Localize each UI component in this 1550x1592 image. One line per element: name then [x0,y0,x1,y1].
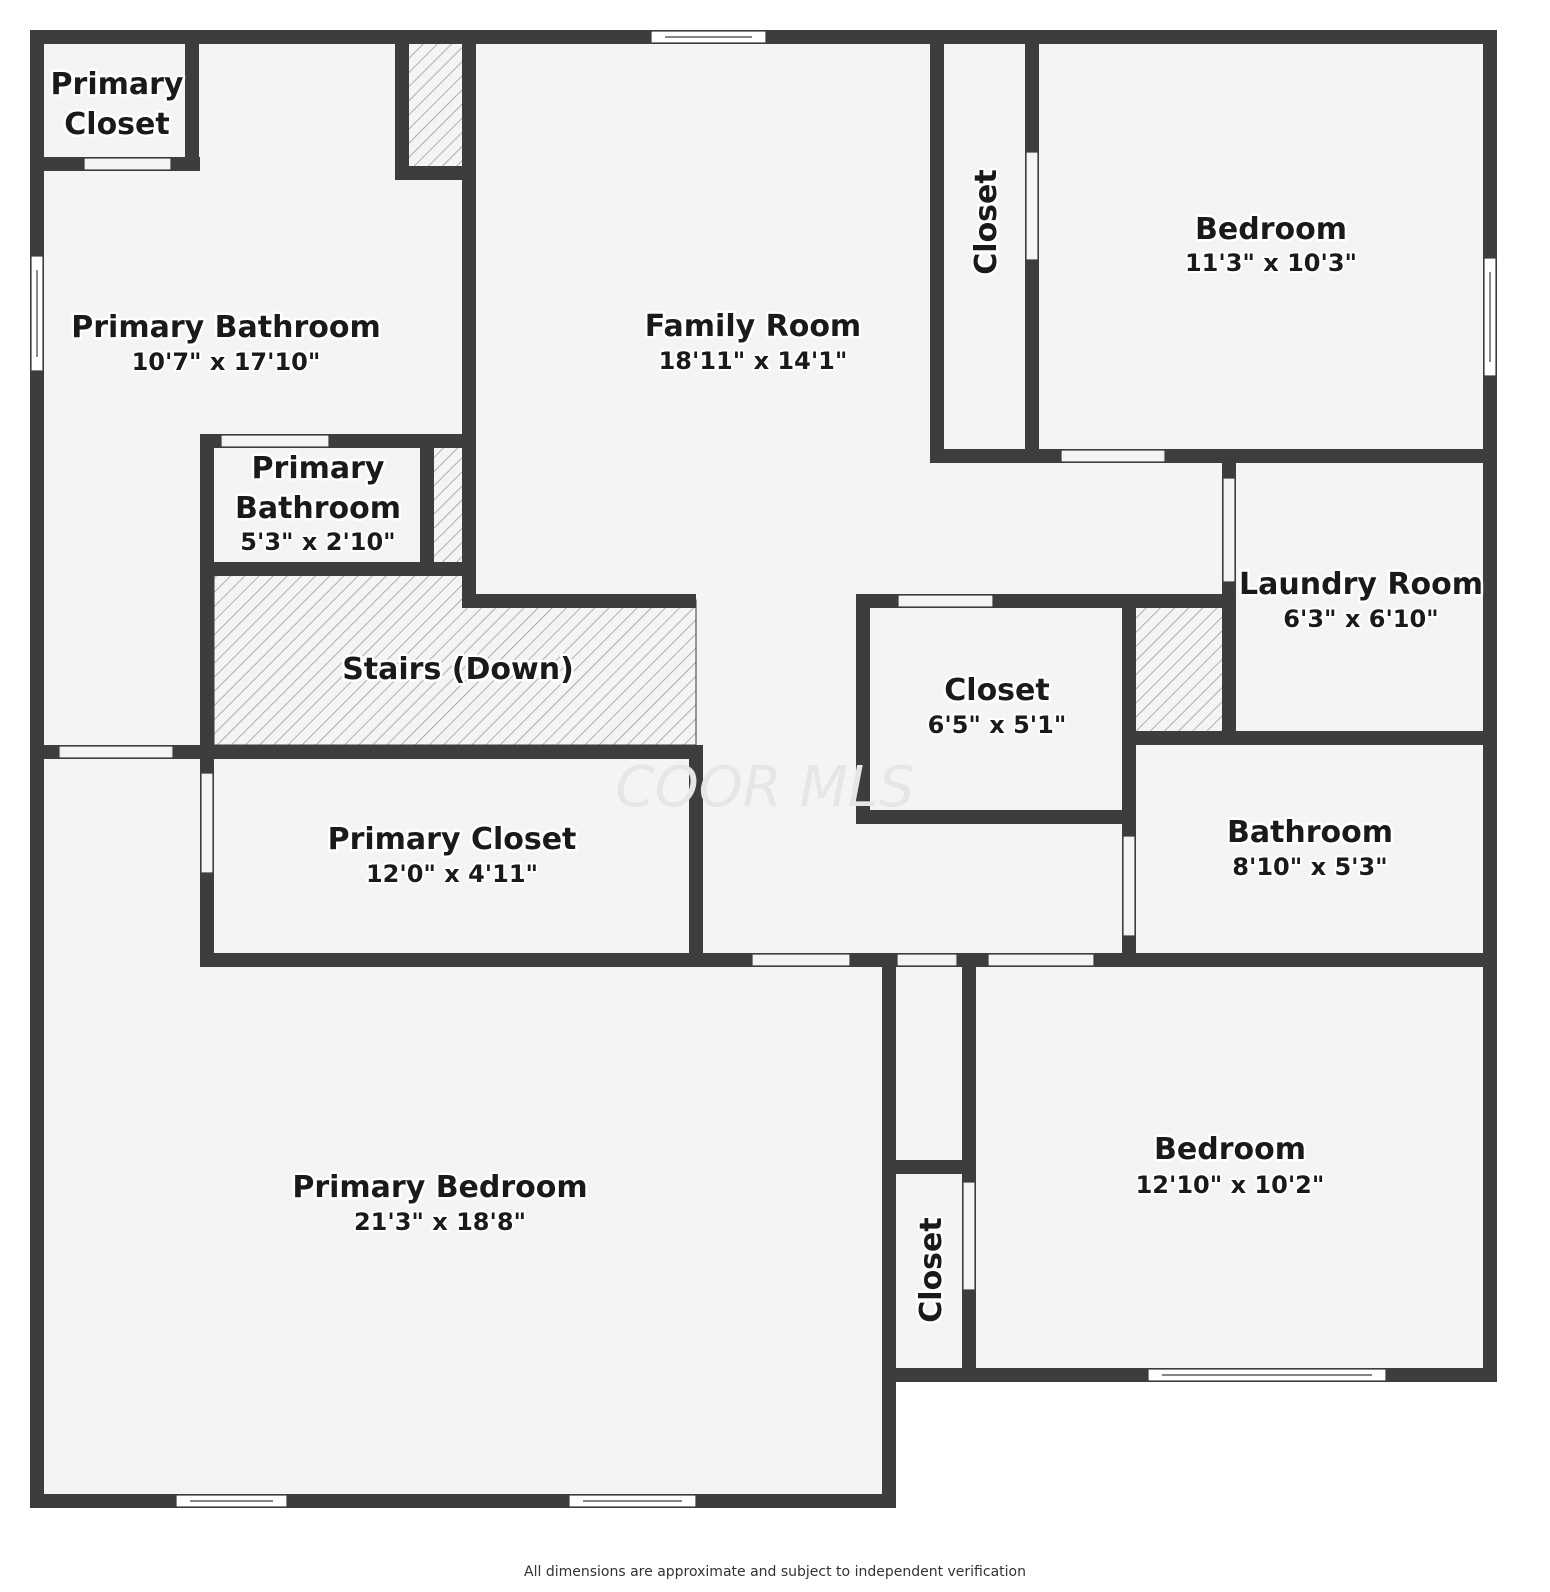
label-primary-closet-top-line1: Primary [51,67,184,102]
disclaimer-footer: All dimensions are approximate and subje… [524,1564,1026,1580]
label-closet-vertical-top: Closet [969,169,1004,274]
wall-exterior-left [30,30,44,1508]
floor-fills [38,38,1490,1500]
dim-family-room: 18'11" x 14'1" [659,347,848,375]
wall-closet-center-bottom [856,810,1136,824]
label-family-room: Family Room [645,309,861,344]
door-primary-bedroom [751,953,851,967]
dim-primary-bedroom: 21'3" x 18'8" [354,1208,526,1236]
chase-right [1133,605,1225,735]
door-laundry [1222,477,1236,583]
door-closet-vert-top [1060,449,1166,463]
label-closet-vertical-bottom: Closet [914,1217,949,1322]
wall-stairs-top [462,594,696,608]
dim-closet-center: 6'5" x 5'1" [928,711,1067,739]
wall-exterior-bottom [30,1494,896,1508]
door-closet-top [83,157,172,171]
wall-closet-mid-right [689,745,703,967]
wall-small-bath-bottom [200,562,476,576]
door-closet-bottom [896,953,958,967]
label-stairs: Stairs (Down) [342,652,574,687]
door-small-bath [220,434,330,448]
wall-small-bath-right [420,434,434,576]
label-primary-bathroom-small-line1: Primary [252,451,385,486]
lower-right-floor [888,955,1490,1378]
windows [30,30,1497,1508]
room-labels: Primary Closet Primary Bathroom 10'7" x … [48,65,1485,1326]
wall-closet-top-right [185,30,199,171]
floor-plan: COOR MLS Primary Closet Primary Bathroom… [30,30,1497,1508]
label-primary-bedroom: Primary Bedroom [292,1170,587,1205]
upper-floor-area [38,38,1490,960]
chase-top [406,42,465,168]
label-closet-center: Closet [944,673,1049,708]
wall-closet-center-left [856,594,870,824]
dim-primary-bathroom-small: 5'3" x 2'10" [240,528,395,556]
door-bedroom-bottom [987,953,1095,967]
wall-bedroom-top-bottom [930,449,1497,463]
doors [58,151,1236,1291]
dim-bedroom-bottom-right: 12'10" x 10'2" [1136,1171,1325,1199]
label-primary-closet-mid: Primary Closet [328,822,577,857]
label-bathroom: Bathroom [1227,815,1393,850]
wall-exterior-right [1483,30,1497,1382]
door-bath-to-bedroom [58,745,174,759]
label-bedroom-bottom-right: Bedroom [1154,1132,1306,1167]
dim-bathroom: 8'10" x 5'3" [1232,853,1387,881]
dim-laundry-room: 6'3" x 6'10" [1283,605,1438,633]
label-primary-bathroom-small-line2: Bathroom [235,491,401,526]
wall-chase-bottom [395,166,475,180]
label-bedroom-top-right: Bedroom [1195,212,1347,247]
wall-primary-bedroom-right [882,960,896,1508]
wall-closet-bottom-top [882,1160,976,1174]
wall-small-bath-left [200,434,214,760]
door-closet-mid [200,772,214,874]
watermark-text: COOR MLS [615,755,914,820]
primary-bedroom-floor [38,955,888,1500]
door-bedroom-top [1025,151,1039,261]
door-bathroom [1122,835,1136,937]
wall-stairs-bottom [30,745,702,759]
label-laundry-room: Laundry Room [1239,567,1483,602]
label-primary-closet-top-line2: Closet [64,107,169,142]
wall-closet-vert-left [930,30,944,463]
wall-bath-family [462,30,476,608]
dim-primary-bathroom: 10'7" x 17'10" [132,348,321,376]
dim-bedroom-top-right: 11'3" x 10'3" [1185,249,1357,277]
door-closet-vert-bottom [962,1181,976,1291]
wall-chase-left [395,30,409,180]
hatched-areas [213,42,1225,746]
dim-primary-closet-mid: 12'0" x 4'11" [366,860,538,888]
wall-laundry-bottom [1122,731,1497,745]
label-primary-bathroom: Primary Bathroom [71,310,380,345]
door-closet-center [897,594,994,608]
